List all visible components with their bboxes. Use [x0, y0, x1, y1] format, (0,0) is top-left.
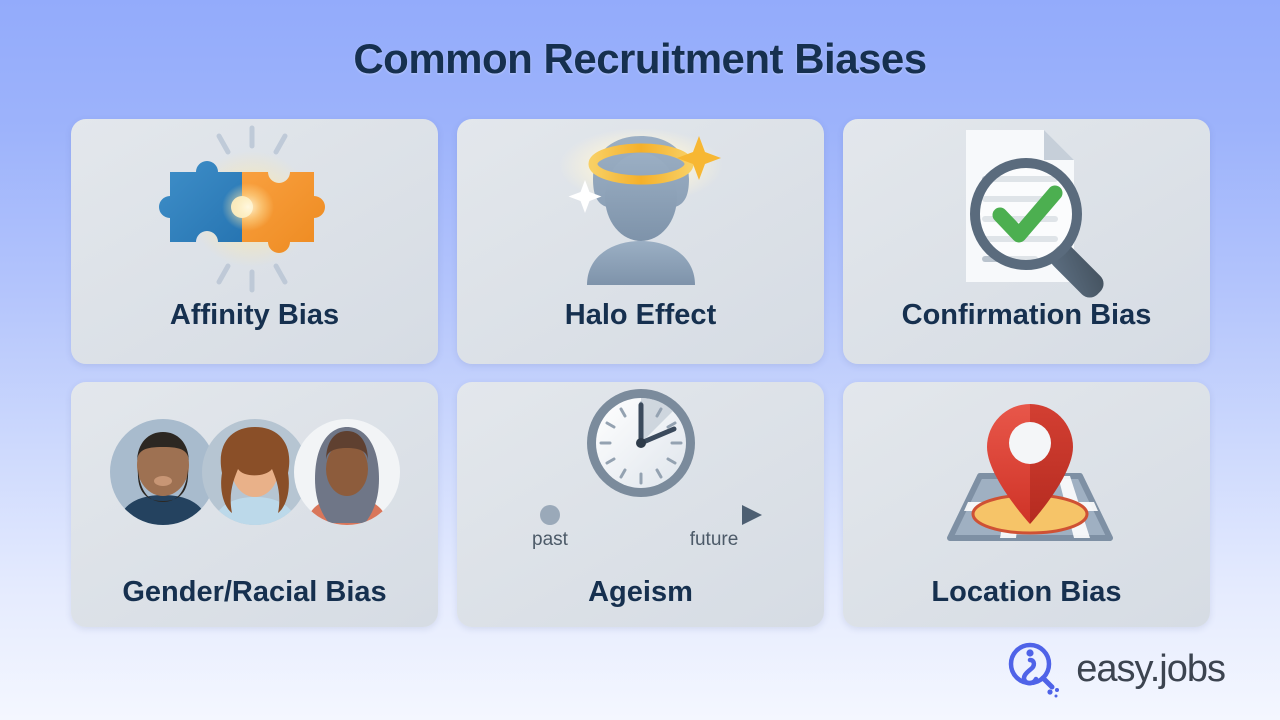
- document-magnifier-check-icon: [965, 129, 1104, 298]
- bias-card-location[interactable]: Location Bias: [843, 382, 1210, 627]
- haloed-person-icon: [558, 127, 723, 285]
- page-title: Common Recruitment Biases: [353, 35, 927, 82]
- affinity-bias-illustration: [71, 119, 438, 299]
- puzzle-pieces-icon: [158, 125, 325, 293]
- bias-card-ageism[interactable]: past future Ageism: [457, 382, 824, 627]
- timeline-start-label: past: [532, 529, 569, 550]
- clock-timeline-icon: past future: [520, 388, 762, 550]
- brand-name: easy.jobs: [1076, 647, 1226, 690]
- gender-racial-bias-illustration: [71, 382, 438, 562]
- bias-card-label: Ageism: [588, 576, 693, 608]
- bias-card-label: Gender/Racial Bias: [122, 576, 387, 608]
- halo-effect-illustration: [457, 119, 824, 299]
- confirmation-bias-illustration: [843, 119, 1210, 299]
- bias-card-gender-racial[interactable]: Gender/Racial Bias: [71, 382, 438, 627]
- brand-logo[interactable]: easy.jobs: [1005, 640, 1226, 698]
- bias-card-label: Confirmation Bias: [901, 299, 1152, 331]
- bias-card-affinity[interactable]: Affinity Bias: [71, 119, 438, 364]
- timeline-end-label: future: [689, 529, 738, 550]
- avatar-bearded-man: [109, 419, 216, 525]
- avatar-hijab-woman: [293, 419, 400, 525]
- bias-card-halo-effect[interactable]: Halo Effect: [457, 119, 824, 364]
- ageism-illustration: past future: [457, 382, 824, 562]
- location-bias-illustration: [843, 382, 1210, 562]
- bias-card-label: Location Bias: [931, 576, 1122, 608]
- bias-card-grid: Affinity Bias: [71, 119, 1210, 627]
- avatar-curly-woman: [201, 419, 308, 525]
- easyjobs-magnifier-logo: [1009, 642, 1060, 698]
- map-pin-icon: [946, 403, 1113, 541]
- bias-card-confirmation[interactable]: Confirmation Bias: [843, 119, 1210, 364]
- bias-card-label: Affinity Bias: [169, 299, 340, 331]
- three-avatars-icon: [109, 419, 400, 525]
- bias-card-label: Halo Effect: [564, 299, 717, 331]
